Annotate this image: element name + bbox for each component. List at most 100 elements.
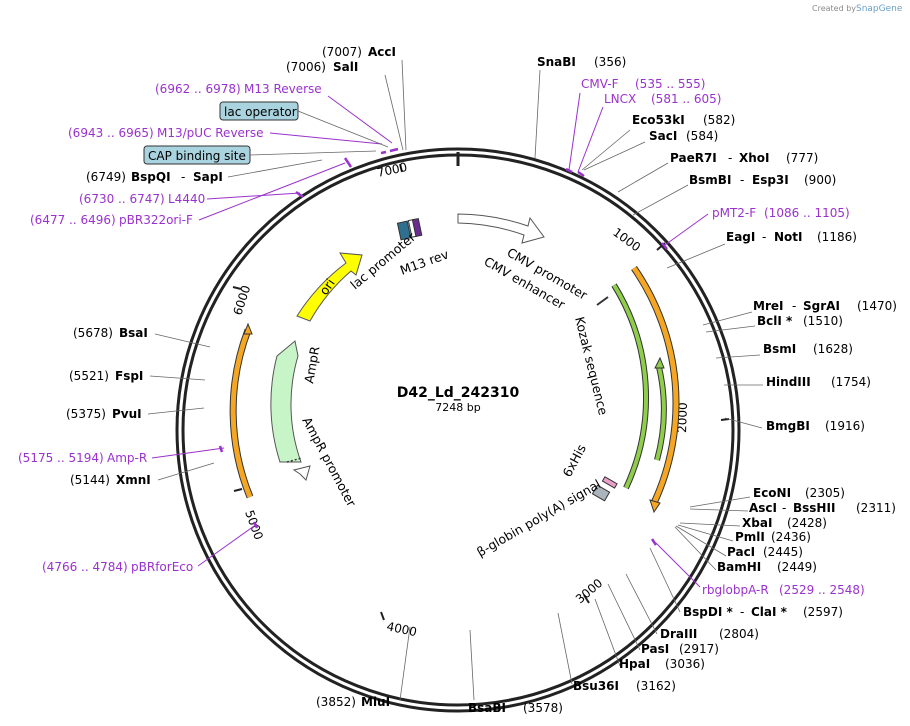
ampr-label: AmpR — [301, 345, 322, 385]
site-pos: (7006) — [286, 60, 326, 74]
credit-prefix: Created by — [812, 4, 856, 13]
site-pos: (2917) — [679, 642, 719, 656]
primer-range: (4766 .. 4784) — [42, 560, 128, 574]
primer-range: (535 .. 555) — [635, 77, 705, 91]
site-name: NotI — [774, 230, 803, 244]
primer-lines — [151, 92, 709, 588]
primer-range: (1086 .. 1105) — [764, 206, 850, 220]
primer-name: pBRforEco — [131, 560, 193, 574]
site-name: Eco53kI — [632, 113, 685, 127]
primer-range: (581 .. 605) — [651, 92, 721, 106]
tick-label: 5000 — [242, 508, 266, 541]
site-name: AccI — [368, 45, 396, 59]
site-pos: (5144) — [70, 473, 110, 487]
primer-name: L4440 — [168, 192, 205, 206]
site-pos: (1510) — [803, 314, 843, 328]
site-pos: (2428) — [787, 516, 827, 530]
site-pos: (2449) — [777, 560, 817, 574]
ampr-promoter-label: AmpR promoter — [299, 414, 359, 509]
site-separator: - — [762, 230, 766, 244]
site-pos: (777) — [786, 151, 818, 165]
primer-name: pBR322ori-F — [119, 213, 193, 227]
plasmid-size: 7248 bp — [435, 401, 480, 414]
site-name: HpaI — [619, 657, 650, 671]
site-name: BclI * — [757, 314, 793, 328]
site-pos: (2597) — [803, 605, 843, 619]
backbone — [175, 147, 741, 713]
site-name: MreI — [753, 299, 783, 313]
site-name: SgrAI — [803, 299, 840, 313]
site-name: SapI — [193, 170, 223, 184]
tick-label: 6000 — [231, 284, 254, 317]
primer-range: (6477 .. 6496) — [30, 213, 116, 227]
site-name: BssHII — [793, 501, 835, 515]
site-pos: (2445) — [763, 545, 803, 559]
site-pos: (7007) — [322, 45, 362, 59]
site-pos: (1470) — [857, 299, 897, 313]
site-pos: (2804) — [719, 627, 759, 641]
primer-range: (2529 .. 2548) — [779, 583, 865, 597]
site-name: XmnI — [116, 473, 151, 487]
kozak-label: Kozak sequence — [572, 315, 611, 417]
site-name: MluI — [361, 695, 390, 709]
primer-name: LNCX — [604, 92, 636, 106]
site-name: BspDI * — [683, 605, 733, 619]
site-name: PmlI — [735, 530, 765, 544]
site-pos: (900) — [804, 173, 836, 187]
cap-binding-site-label: CAP binding site — [148, 149, 246, 163]
site-name: Bsu36I — [573, 679, 619, 693]
primer-name: pMT2-F — [712, 206, 756, 220]
primer-name: rbglobpA-R — [702, 583, 769, 597]
site-name: BmgBI — [766, 419, 810, 433]
site-separator: - — [740, 605, 744, 619]
site-pos: (584) — [686, 129, 718, 143]
site-pos: (3162) — [636, 679, 676, 693]
tick-label: 1000 — [610, 225, 643, 254]
primer-name: Amp-R — [107, 451, 147, 465]
features — [229, 213, 680, 514]
tick-label: 7000 — [376, 160, 409, 180]
site-pos: (1754) — [831, 375, 871, 389]
site-pos: (3036) — [665, 657, 705, 671]
site-pos: (2305) — [805, 486, 845, 500]
site-pos: (3852) — [316, 695, 356, 709]
site-name: Esp3I — [752, 173, 789, 187]
site-name: XhoI — [739, 151, 770, 165]
site-name: BsmBI — [689, 173, 731, 187]
site-separator: - — [792, 299, 796, 313]
site-name: BsmI — [763, 342, 796, 356]
primer-name: CMV-F — [581, 77, 619, 91]
lac-operator-label: lac operator — [224, 105, 297, 119]
site-pos: (5521) — [69, 369, 109, 383]
site-name: XbaI — [742, 516, 772, 530]
tick-label: 4000 — [385, 619, 418, 639]
site-pos: (5375) — [66, 407, 106, 421]
site-name: DraIII — [660, 627, 697, 641]
site-pos: (6749) — [86, 170, 126, 184]
site-name: BsaI — [119, 326, 148, 340]
primer-name: M13/pUC Reverse — [157, 126, 264, 140]
his-label: 6xHis — [559, 442, 589, 480]
site-name: BspQI — [131, 170, 171, 184]
site-name: PasI — [641, 642, 669, 656]
site-separator: - — [728, 151, 732, 165]
site-separator: - — [782, 501, 786, 515]
credit-brand: SnapGene — [856, 4, 903, 14]
site-separator: - — [181, 170, 185, 184]
leader-lines — [147, 59, 763, 701]
primer-marks — [218, 147, 668, 546]
site-name: PvuI — [112, 407, 142, 421]
site-name: ClaI * — [751, 605, 788, 619]
primer-range: (6730 .. 6747) — [79, 192, 165, 206]
primer-range: (6943 .. 6965) — [68, 126, 154, 140]
site-name: PacI — [727, 545, 755, 559]
site-name: HindIII — [766, 375, 811, 389]
site-pos: (5678) — [73, 326, 113, 340]
site-separator: - — [740, 173, 744, 187]
site-name: SnaBI — [537, 55, 576, 69]
primer-range: (6962 .. 6978) — [155, 82, 241, 96]
site-name: PaeR7I — [670, 151, 717, 165]
site-name: EagI — [726, 230, 755, 244]
site-pos: (2436) — [771, 530, 811, 544]
